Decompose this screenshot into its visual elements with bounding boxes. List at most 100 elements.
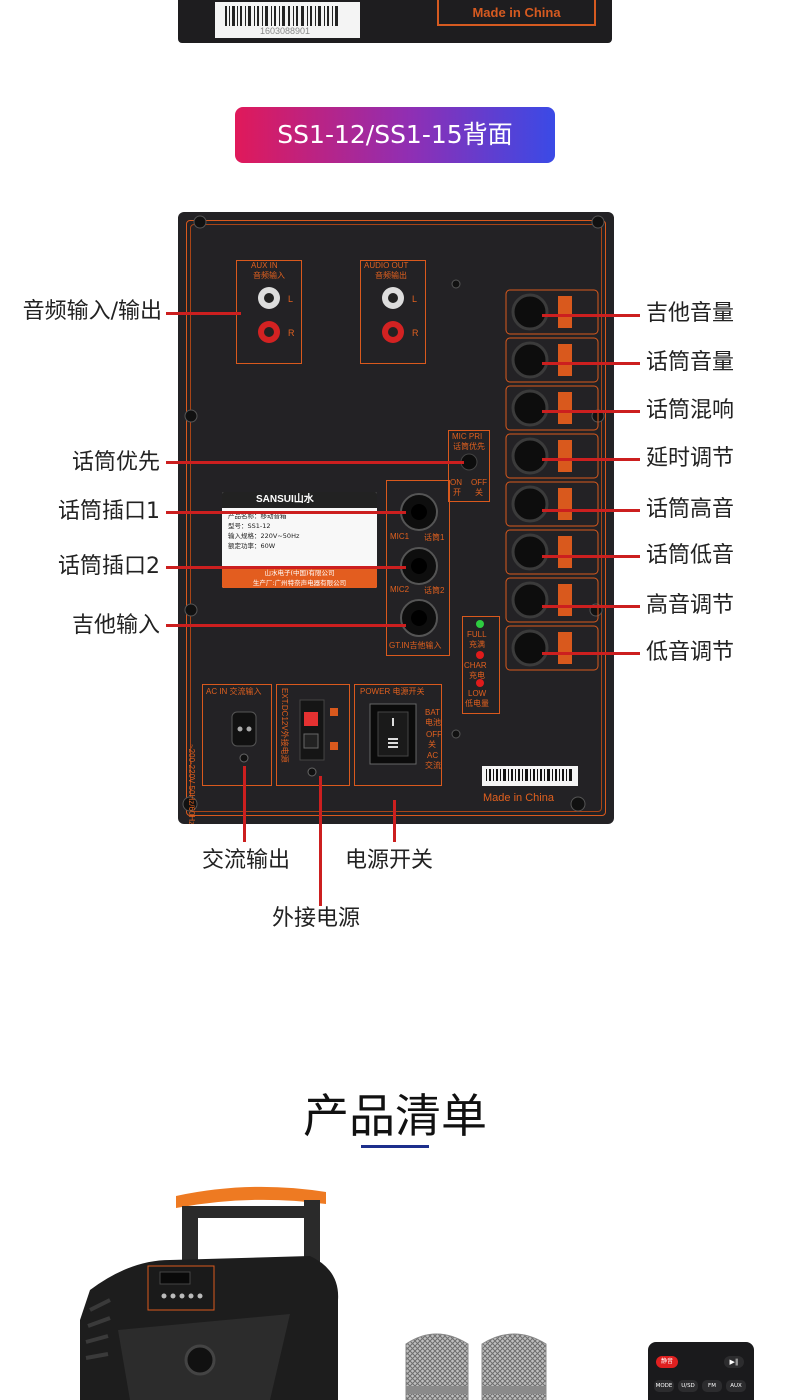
callout-audio-in-out: 音频输入/输出 xyxy=(22,299,162,324)
section-header-pill: SS1-12/SS1-15背面 xyxy=(235,107,555,163)
ac-label: AC xyxy=(427,751,439,760)
made-in-china-label: Made in China xyxy=(437,0,596,26)
callout-line xyxy=(166,624,406,627)
ac-in-label: AC IN 交流输入 xyxy=(206,687,262,696)
product-list-title: 产品清单 xyxy=(303,1089,487,1143)
nameplate-specs: 产品名称：移动音箱 型号：SS1-12 输入规格：220V~50Hz 额定功率：… xyxy=(222,508,377,554)
audio-out-label: AUDIO OUT xyxy=(364,261,409,270)
mic-pri-on-label: ON xyxy=(450,478,462,487)
barcode-icon xyxy=(486,769,572,781)
low-cn-label: 低电量 xyxy=(465,699,489,708)
callout-line xyxy=(542,362,640,365)
char-cn-label: 充电 xyxy=(469,671,485,680)
panel-inner-border xyxy=(190,224,602,812)
nameplate-line: 产品名称：移动音箱 xyxy=(228,512,287,520)
mic-pri-cn-label: 话筒优先 xyxy=(453,442,485,451)
callout-power-switch: 电源开关 xyxy=(345,848,434,873)
svg-text:L: L xyxy=(288,294,293,304)
full-cn-label: 充满 xyxy=(469,640,485,649)
ac-socket-icon xyxy=(231,711,257,763)
aux-in-rca-icons: L R xyxy=(258,287,295,343)
remote-usd-button: U/SD xyxy=(678,1380,698,1392)
aux-in-label: AUX IN xyxy=(251,261,278,270)
callout-mic-bass: 话筒低音 xyxy=(646,543,735,568)
bat-cn-label: 电池 xyxy=(425,718,441,727)
mic-pri-switch-icon xyxy=(460,453,478,471)
remote-control-image: 静音 ▶∥ MODE U/SD FM AUX xyxy=(648,1342,754,1400)
panel-border xyxy=(186,220,606,816)
remote-play-pause-icon: ▶∥ xyxy=(724,1356,744,1368)
callout-line xyxy=(243,766,246,842)
power-rocker-icon xyxy=(369,703,417,765)
barcode-sticker: 1603088901 xyxy=(215,2,360,38)
callout-line xyxy=(166,566,406,569)
mic-pri-off-cn: 关 xyxy=(475,488,483,497)
callout-line xyxy=(542,555,640,558)
off-cn-label: 关 xyxy=(428,740,436,749)
low-label: LOW xyxy=(468,689,487,698)
callout-ac-output: 交流输出 xyxy=(202,848,291,873)
off-label: OFF xyxy=(426,730,442,739)
rear-panel-photo: AUX IN 音频输入 L R AUDIO OUT 音频输出 L R MIC P… xyxy=(178,212,614,824)
voltage-label: ~200-220V 50Hz/60Hz xyxy=(187,744,196,824)
barcode-icon xyxy=(225,6,338,26)
callout-mic-priority: 话筒优先 xyxy=(71,450,160,475)
status-led-icons xyxy=(476,620,484,687)
ac-cn-label: 交流 xyxy=(425,761,441,770)
mic-pri-box xyxy=(448,430,490,502)
speaker-image xyxy=(80,1186,339,1400)
nameplate-brand: SANSUI山水 xyxy=(222,492,377,508)
nameplate-company: 山水电子(中国)有限公司 xyxy=(264,569,335,577)
gt-in-label: GT.IN吉他输入 xyxy=(389,641,442,650)
audio-out-box xyxy=(360,260,426,364)
callout-treble: 高音调节 xyxy=(646,593,735,618)
callout-line xyxy=(542,509,640,512)
previous-panel-photo: 1603088901 Made in China xyxy=(178,0,612,43)
callout-line xyxy=(542,458,640,461)
power-label: POWER 电源开关 xyxy=(360,687,425,696)
ext-dc-label: EXT.DC12V外接电源 xyxy=(280,688,289,763)
callout-delay: 延时调节 xyxy=(646,446,735,471)
barcode-number: 1603088901 xyxy=(260,26,311,36)
svg-text:R: R xyxy=(288,328,295,338)
full-label: FULL xyxy=(467,630,487,639)
charge-status-box xyxy=(462,616,500,714)
svg-text:R: R xyxy=(412,328,419,338)
callout-line xyxy=(542,652,640,655)
remote-mute-button: 静音 xyxy=(656,1356,678,1368)
mic-pri-off-label: OFF xyxy=(471,478,487,487)
audio-out-rca-icons: L R xyxy=(382,287,419,343)
callout-line xyxy=(393,800,396,842)
mic1-cn-label: 话筒1 xyxy=(424,533,445,542)
power-box xyxy=(354,684,442,786)
nameplate-sticker: SANSUI山水 产品名称：移动音箱 型号：SS1-12 输入规格：220V~5… xyxy=(222,492,377,588)
nameplate-line: 型号：SS1-12 xyxy=(228,522,271,530)
callout-mic-jack-2: 话筒插口2 xyxy=(58,554,160,579)
mic2-cn-label: 话筒2 xyxy=(424,586,445,595)
nameplate-line: 额定功率：60W xyxy=(228,542,276,550)
nameplate-line: 输入规格：220V~50Hz xyxy=(228,532,300,540)
knobs-icon xyxy=(505,289,599,671)
microphones-image xyxy=(405,1333,547,1400)
remote-fm-button: FM xyxy=(702,1380,722,1392)
callout-mic-treble: 话筒高音 xyxy=(646,497,735,522)
dc-terminal-icon xyxy=(299,699,338,777)
callout-mic-jack-1: 话筒插口1 xyxy=(58,499,160,524)
audio-out-cn-label: 音频输出 xyxy=(375,271,407,280)
callout-line xyxy=(319,776,322,906)
char-label: CHAR xyxy=(464,661,487,670)
barcode-sticker-bottom xyxy=(482,766,578,786)
made-in-china-label: Made in China xyxy=(483,792,554,804)
callout-line xyxy=(166,461,464,464)
ac-in-box xyxy=(202,684,272,786)
mic1-label: MIC1 xyxy=(390,532,410,541)
svg-text:L: L xyxy=(412,294,417,304)
callout-mic-echo: 话筒混响 xyxy=(646,398,735,423)
remote-mode-button: MODE xyxy=(654,1380,674,1392)
callout-bass: 低音调节 xyxy=(646,640,735,665)
screw-icons xyxy=(182,215,605,812)
nameplate-footer: 山水电子(中国)有限公司 生产厂:广州特奈声电器有限公司 xyxy=(222,568,377,588)
remote-aux-button: AUX xyxy=(726,1380,746,1392)
callout-line xyxy=(542,410,640,413)
jack-sockets-icon xyxy=(400,493,438,637)
